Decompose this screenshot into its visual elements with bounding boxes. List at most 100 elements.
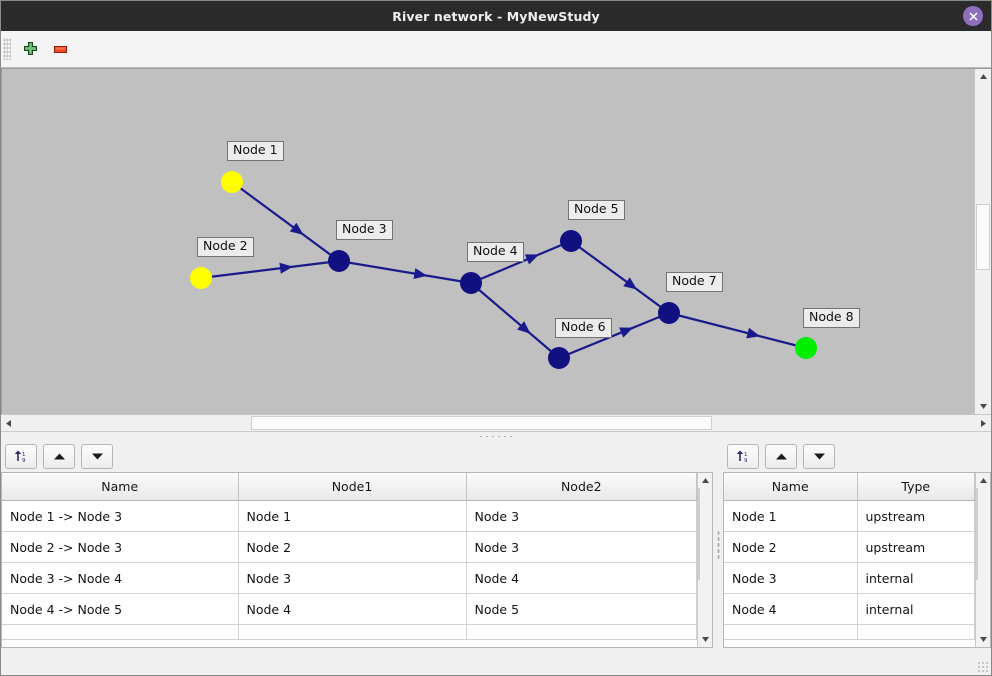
graph-vscroll-thumb[interactable] <box>976 203 990 270</box>
reaches-header-row: Name Node1 Node2 <box>2 473 697 501</box>
graph-node-label[interactable]: Node 8 <box>803 308 860 328</box>
reaches-table[interactable]: Name Node1 Node2 Node 1 -> Node 3 Node 1… <box>2 473 697 640</box>
node-name-cell[interactable] <box>724 624 858 640</box>
sort-nodes-button[interactable]: 1 9 <box>727 444 759 469</box>
reach-node2-cell[interactable]: Node 3 <box>466 531 697 563</box>
nodes-col-name[interactable]: Name <box>724 473 858 501</box>
table-row: Node 3 -> Node 4 Node 3 Node 4 <box>2 562 697 594</box>
graph-hscroll-thumb[interactable] <box>251 416 712 430</box>
reach-node2-cell[interactable]: Node 4 <box>466 562 697 594</box>
node-type-cell[interactable]: upstream <box>857 531 975 563</box>
graph-edge[interactable] <box>570 240 670 314</box>
reach-node2-cell[interactable]: Node 5 <box>466 593 697 625</box>
reach-node1-cell[interactable] <box>238 624 467 640</box>
node-type-cell[interactable]: internal <box>857 593 975 625</box>
graph-node-label[interactable]: Node 1 <box>227 141 284 161</box>
scroll-up-arrow-icon[interactable] <box>976 473 990 488</box>
scroll-up-arrow-icon[interactable] <box>975 69 991 84</box>
reaches-col-name[interactable]: Name <box>2 473 239 501</box>
reaches-vscroll-track[interactable] <box>698 488 712 632</box>
add-node-button[interactable] <box>15 34 45 64</box>
reaches-col-node1[interactable]: Node1 <box>238 473 467 501</box>
reach-name-cell[interactable] <box>2 624 239 640</box>
reach-node1-cell[interactable]: Node 1 <box>238 500 467 532</box>
graph-node-label[interactable]: Node 4 <box>467 242 524 262</box>
reaches-vertical-scrollbar[interactable] <box>697 472 713 648</box>
graph-edge[interactable] <box>200 259 340 280</box>
scroll-down-arrow-icon[interactable] <box>975 399 991 414</box>
graph-node[interactable] <box>460 272 482 294</box>
graph-vscroll-track[interactable] <box>975 84 991 399</box>
graph-edge[interactable] <box>668 311 807 350</box>
reach-name-cell[interactable]: Node 1 -> Node 3 <box>2 500 239 532</box>
graph-node-label[interactable]: Node 6 <box>555 318 612 338</box>
graph-node-label[interactable]: Node 5 <box>568 200 625 220</box>
move-node-down-button[interactable] <box>803 444 835 469</box>
nodes-vscroll-track[interactable] <box>976 488 990 632</box>
reach-name-cell[interactable]: Node 3 -> Node 4 <box>2 562 239 594</box>
move-node-up-button[interactable] <box>765 444 797 469</box>
graph-node[interactable] <box>190 267 212 289</box>
scroll-down-arrow-icon[interactable] <box>698 632 712 647</box>
node-name-cell[interactable]: Node 3 <box>724 562 858 594</box>
svg-text:9: 9 <box>744 458 748 464</box>
vertical-splitter[interactable] <box>713 441 723 648</box>
graph-edge[interactable] <box>338 259 472 285</box>
reach-node1-cell[interactable]: Node 3 <box>238 562 467 594</box>
nodes-table[interactable]: Name Type Node 1 upstream Node 2 u <box>724 473 975 640</box>
node-type-cell[interactable] <box>857 624 975 640</box>
graph-edge[interactable] <box>231 181 340 262</box>
status-bar <box>1 648 991 675</box>
reaches-vscroll-thumb[interactable] <box>698 488 700 581</box>
reach-node2-cell[interactable]: Node 3 <box>466 500 697 532</box>
nodes-vertical-scrollbar[interactable] <box>975 472 991 648</box>
node-name-cell[interactable]: Node 4 <box>724 593 858 625</box>
node-name-cell[interactable]: Node 1 <box>724 500 858 532</box>
scroll-down-arrow-icon[interactable] <box>976 632 990 647</box>
scroll-left-arrow-icon[interactable] <box>1 415 16 431</box>
graph-node[interactable] <box>795 337 817 359</box>
graph-node-label[interactable]: Node 2 <box>197 237 254 257</box>
reach-node2-cell[interactable] <box>466 624 697 640</box>
graph-edge[interactable] <box>470 282 560 359</box>
graph-hscroll-track[interactable] <box>16 415 976 431</box>
scroll-right-arrow-icon[interactable] <box>976 415 991 431</box>
graph-node[interactable] <box>560 230 582 252</box>
reaches-col-node2[interactable]: Node2 <box>466 473 697 501</box>
nodes-vscroll-thumb[interactable] <box>976 488 978 581</box>
graph-node[interactable] <box>328 250 350 272</box>
arrow-down-icon <box>91 453 103 460</box>
sort-reaches-button[interactable]: 1 9 <box>5 444 37 469</box>
reach-node1-cell[interactable]: Node 2 <box>238 531 467 563</box>
nodes-table-host[interactable]: Name Type Node 1 upstream Node 2 u <box>723 472 975 648</box>
node-type-cell[interactable]: internal <box>857 562 975 594</box>
graph-node[interactable] <box>548 347 570 369</box>
graph-node-label[interactable]: Node 3 <box>336 220 393 240</box>
arrow-up-icon <box>775 453 787 460</box>
reach-node1-cell[interactable]: Node 4 <box>238 593 467 625</box>
graph-node-label[interactable]: Node 7 <box>666 272 723 292</box>
graph-vertical-scrollbar[interactable] <box>974 68 991 414</box>
reach-name-cell[interactable]: Node 2 -> Node 3 <box>2 531 239 563</box>
table-row: Node 2 -> Node 3 Node 2 Node 3 <box>2 531 697 563</box>
node-type-cell[interactable]: upstream <box>857 500 975 532</box>
graph-horizontal-scrollbar[interactable] <box>1 414 991 431</box>
move-reach-up-button[interactable] <box>43 444 75 469</box>
close-icon[interactable] <box>963 6 983 26</box>
graph-node[interactable] <box>658 302 680 324</box>
delete-node-button[interactable] <box>45 34 75 64</box>
network-diagram-canvas[interactable]: Node 1 Node 2 Node 3 Node 4 Node 5 Node 6 Node… <box>1 68 974 414</box>
reach-name-cell[interactable]: Node 4 -> Node 5 <box>2 593 239 625</box>
node-name-cell[interactable]: Node 2 <box>724 531 858 563</box>
reaches-table-host[interactable]: Name Node1 Node2 Node 1 -> Node 3 Node 1… <box>1 472 697 648</box>
nodes-col-type[interactable]: Type <box>857 473 975 501</box>
scroll-up-arrow-icon[interactable] <box>698 473 712 488</box>
horizontal-splitter[interactable] <box>1 431 991 441</box>
graph-edge[interactable] <box>558 311 670 360</box>
resize-grip[interactable] <box>977 661 989 673</box>
graph-node[interactable] <box>221 171 243 193</box>
move-reach-down-button[interactable] <box>81 444 113 469</box>
graph-edge[interactable] <box>470 239 572 285</box>
toolbar-grip[interactable] <box>3 38 11 60</box>
minus-icon <box>53 45 67 53</box>
